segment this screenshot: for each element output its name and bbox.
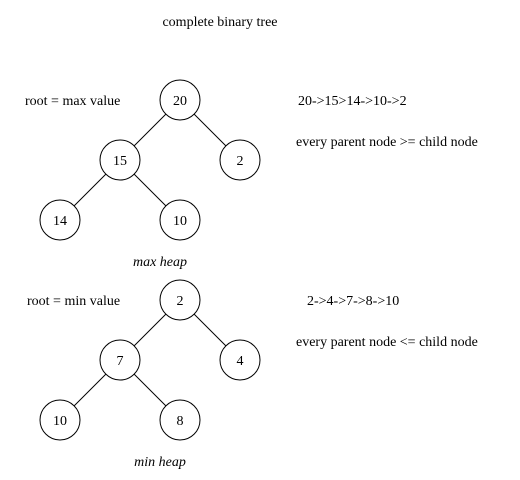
min-heap-root-label: root = min value bbox=[27, 294, 120, 309]
node-circle bbox=[219, 139, 261, 181]
edge-left-rightleaf bbox=[133, 173, 167, 207]
min-heap-tree: 2 7 4 10 8 bbox=[39, 279, 261, 441]
min-heap-node-right: 4 bbox=[219, 339, 261, 381]
diagram-title: complete binary tree bbox=[162, 15, 277, 30]
max-heap-rule: every parent node >= child node bbox=[296, 135, 478, 150]
node-value: 2 bbox=[177, 294, 184, 309]
edge-root-left bbox=[133, 113, 167, 147]
node-circle bbox=[159, 399, 201, 441]
min-heap-node-left-left: 10 bbox=[39, 399, 81, 441]
max-heap-tree: 20 15 2 14 10 bbox=[39, 79, 261, 241]
node-circle bbox=[159, 79, 201, 121]
max-heap-root-label: root = max value bbox=[25, 94, 120, 109]
node-value: 14 bbox=[53, 214, 67, 229]
edge-root-left bbox=[133, 313, 167, 347]
min-heap-node-left: 7 bbox=[99, 339, 141, 381]
node-value: 7 bbox=[117, 354, 124, 369]
node-value: 4 bbox=[237, 354, 244, 369]
min-heap-node-root: 2 bbox=[159, 279, 201, 321]
edge-left-rightleaf bbox=[133, 373, 167, 407]
max-heap-sequence: 20->15>14->10->2 bbox=[298, 94, 407, 109]
min-heap-node-left-right: 8 bbox=[159, 399, 201, 441]
node-value: 10 bbox=[53, 414, 67, 429]
max-heap-node-left-right: 10 bbox=[159, 199, 201, 241]
node-value: 20 bbox=[173, 94, 187, 109]
max-heap-node-right: 2 bbox=[219, 139, 261, 181]
edge-root-right bbox=[193, 113, 227, 147]
max-heap-caption: max heap bbox=[133, 255, 187, 270]
node-circle bbox=[159, 199, 201, 241]
node-value: 15 bbox=[113, 154, 127, 169]
node-circle bbox=[39, 399, 81, 441]
min-heap-sequence: 2->4->7->8->10 bbox=[307, 294, 399, 309]
max-heap-node-root: 20 bbox=[159, 79, 201, 121]
node-value: 8 bbox=[177, 414, 184, 429]
max-heap-node-left: 15 bbox=[99, 139, 141, 181]
node-circle bbox=[219, 339, 261, 381]
min-heap-caption: min heap bbox=[134, 455, 186, 470]
node-circle bbox=[99, 139, 141, 181]
node-circle bbox=[159, 279, 201, 321]
node-circle bbox=[99, 339, 141, 381]
node-value: 10 bbox=[173, 214, 187, 229]
max-heap-node-left-left: 14 bbox=[39, 199, 81, 241]
edge-root-right bbox=[193, 313, 227, 347]
edge-left-leftleaf bbox=[73, 173, 107, 207]
node-circle bbox=[39, 199, 81, 241]
node-value: 2 bbox=[237, 154, 244, 169]
min-heap-rule: every parent node <= child node bbox=[296, 335, 478, 350]
edge-left-leftleaf bbox=[73, 373, 107, 407]
